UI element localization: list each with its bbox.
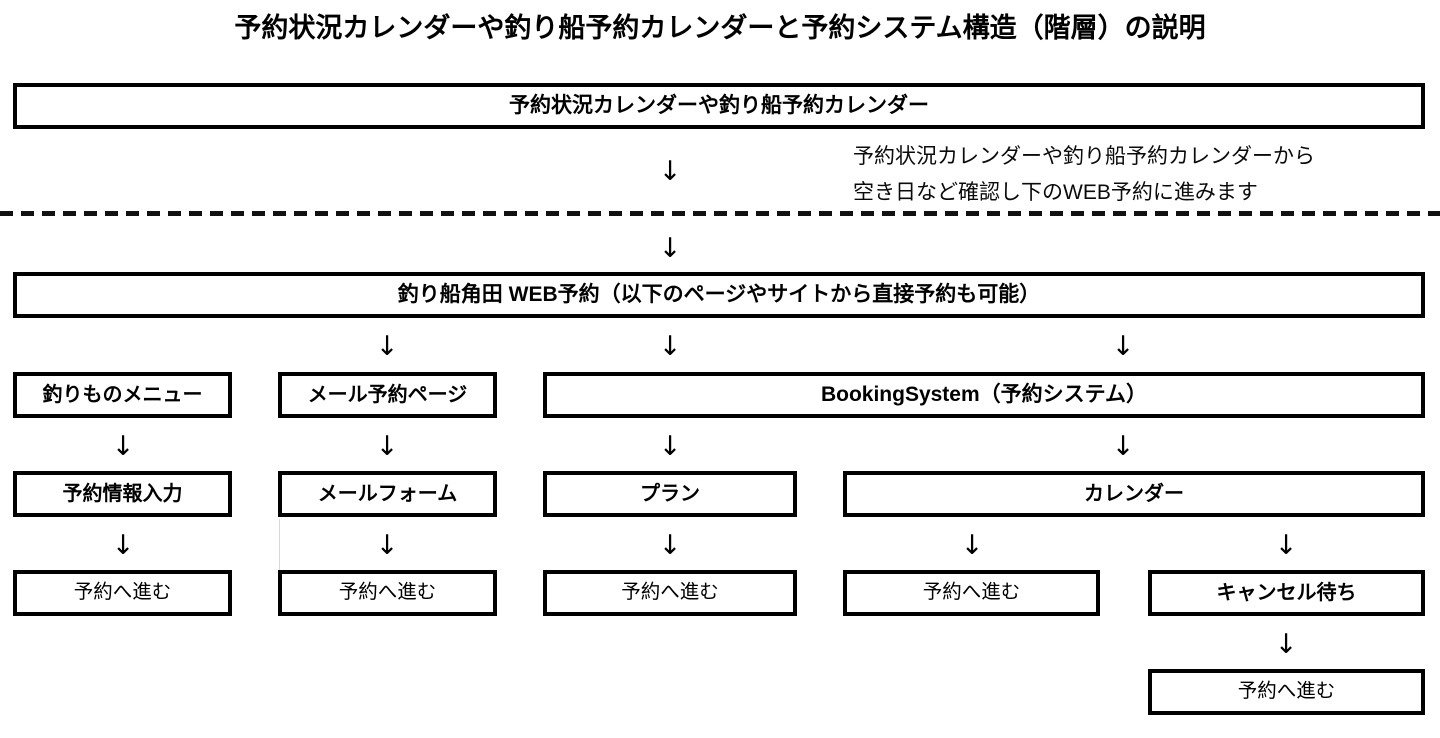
arrow-cancel-wait-to-proceed-5: ↓ (1274, 629, 1298, 660)
arrow-booking-system-to-calendar: ↓ (1111, 431, 1135, 462)
arrow-top-to-separator: ↓ (658, 156, 682, 187)
node-mail-reservation-page[interactable]: メール予約ページ (278, 372, 497, 418)
node-fishing-menu[interactable]: 釣りものメニュー (13, 372, 232, 418)
node-web-reservation[interactable]: 釣り船角田 WEB予約（以下のページやサイトから直接予約も可能） (13, 272, 1425, 318)
node-calendar-top[interactable]: 予約状況カレンダーや釣り船予約カレンダー (13, 83, 1425, 129)
arrow-reservation-input-to-proceed-1: ↓ (111, 530, 135, 561)
node-calendar[interactable]: カレンダー (843, 471, 1425, 517)
arrow-mail-form-to-proceed-2: ↓ (375, 530, 399, 561)
node-mail-form-label: メールフォーム (317, 483, 458, 505)
scan-artifact-line (279, 519, 280, 571)
node-cancel-wait[interactable]: キャンセル待ち (1148, 570, 1425, 616)
node-proceed-col2-label: 予約へ進む (338, 581, 437, 604)
arrow-calendar-to-cancel-wait: ↓ (1274, 530, 1298, 561)
node-mail-form[interactable]: メールフォーム (278, 471, 497, 517)
arrow-web-to-booking-system-right: ↓ (1111, 331, 1135, 362)
node-fishing-menu-label: 釣りものメニュー (42, 384, 203, 406)
node-booking-system-label: BookingSystem（予約システム） (820, 383, 1148, 407)
node-proceed-col1-label: 予約へ進む (73, 581, 172, 604)
node-reservation-info-input[interactable]: 予約情報入力 (13, 471, 232, 517)
arrow-separator-to-web-reservation: ↓ (658, 233, 682, 264)
node-proceed-col3[interactable]: 予約へ進む (543, 570, 797, 616)
note-line-1: 予約状況カレンダーや釣り船予約カレンダーから (853, 145, 1315, 168)
node-booking-system[interactable]: BookingSystem（予約システム） (543, 372, 1425, 418)
node-proceed-col1[interactable]: 予約へ進む (13, 570, 232, 616)
node-proceed-col3-label: 予約へ進む (621, 581, 719, 604)
node-plan[interactable]: プラン (543, 471, 797, 517)
node-proceed-col4[interactable]: 予約へ進む (843, 570, 1100, 616)
node-calendar-top-label: 予約状況カレンダーや釣り船予約カレンダー (509, 94, 929, 118)
node-proceed-col5[interactable]: 予約へ進む (1148, 669, 1425, 715)
node-proceed-col5-label: 予約へ進む (1237, 680, 1336, 703)
arrow-calendar-to-proceed-4: ↓ (960, 530, 984, 561)
node-plan-label: プラン (640, 483, 700, 505)
arrow-plan-to-proceed-3: ↓ (658, 530, 682, 561)
arrow-fishing-menu-to-reservation-input: ↓ (111, 431, 135, 462)
arrow-web-to-booking-system-left: ↓ (658, 331, 682, 362)
node-calendar-label: カレンダー (1084, 483, 1184, 505)
node-reservation-info-input-label: 予約情報入力 (62, 483, 183, 505)
arrow-mail-page-to-mail-form: ↓ (375, 431, 399, 462)
arrow-booking-system-to-plan: ↓ (658, 431, 682, 462)
node-cancel-wait-label: キャンセル待ち (1216, 582, 1357, 604)
node-mail-reservation-page-label: メール予約ページ (307, 384, 468, 406)
node-proceed-col2[interactable]: 予約へ進む (278, 570, 497, 616)
arrow-web-to-mail-page: ↓ (375, 331, 399, 362)
node-web-reservation-label: 釣り船角田 WEB予約（以下のページやサイトから直接予約も可能） (397, 283, 1041, 307)
node-proceed-col4-label: 予約へ進む (922, 581, 1021, 604)
dashed-separator (0, 211, 1440, 216)
note-line-2: 空き日など確認し下のWEB予約に進みます (853, 181, 1258, 204)
page-title: 予約状況カレンダーや釣り船予約カレンダーと予約システム構造（階層）の説明 (234, 13, 1206, 43)
